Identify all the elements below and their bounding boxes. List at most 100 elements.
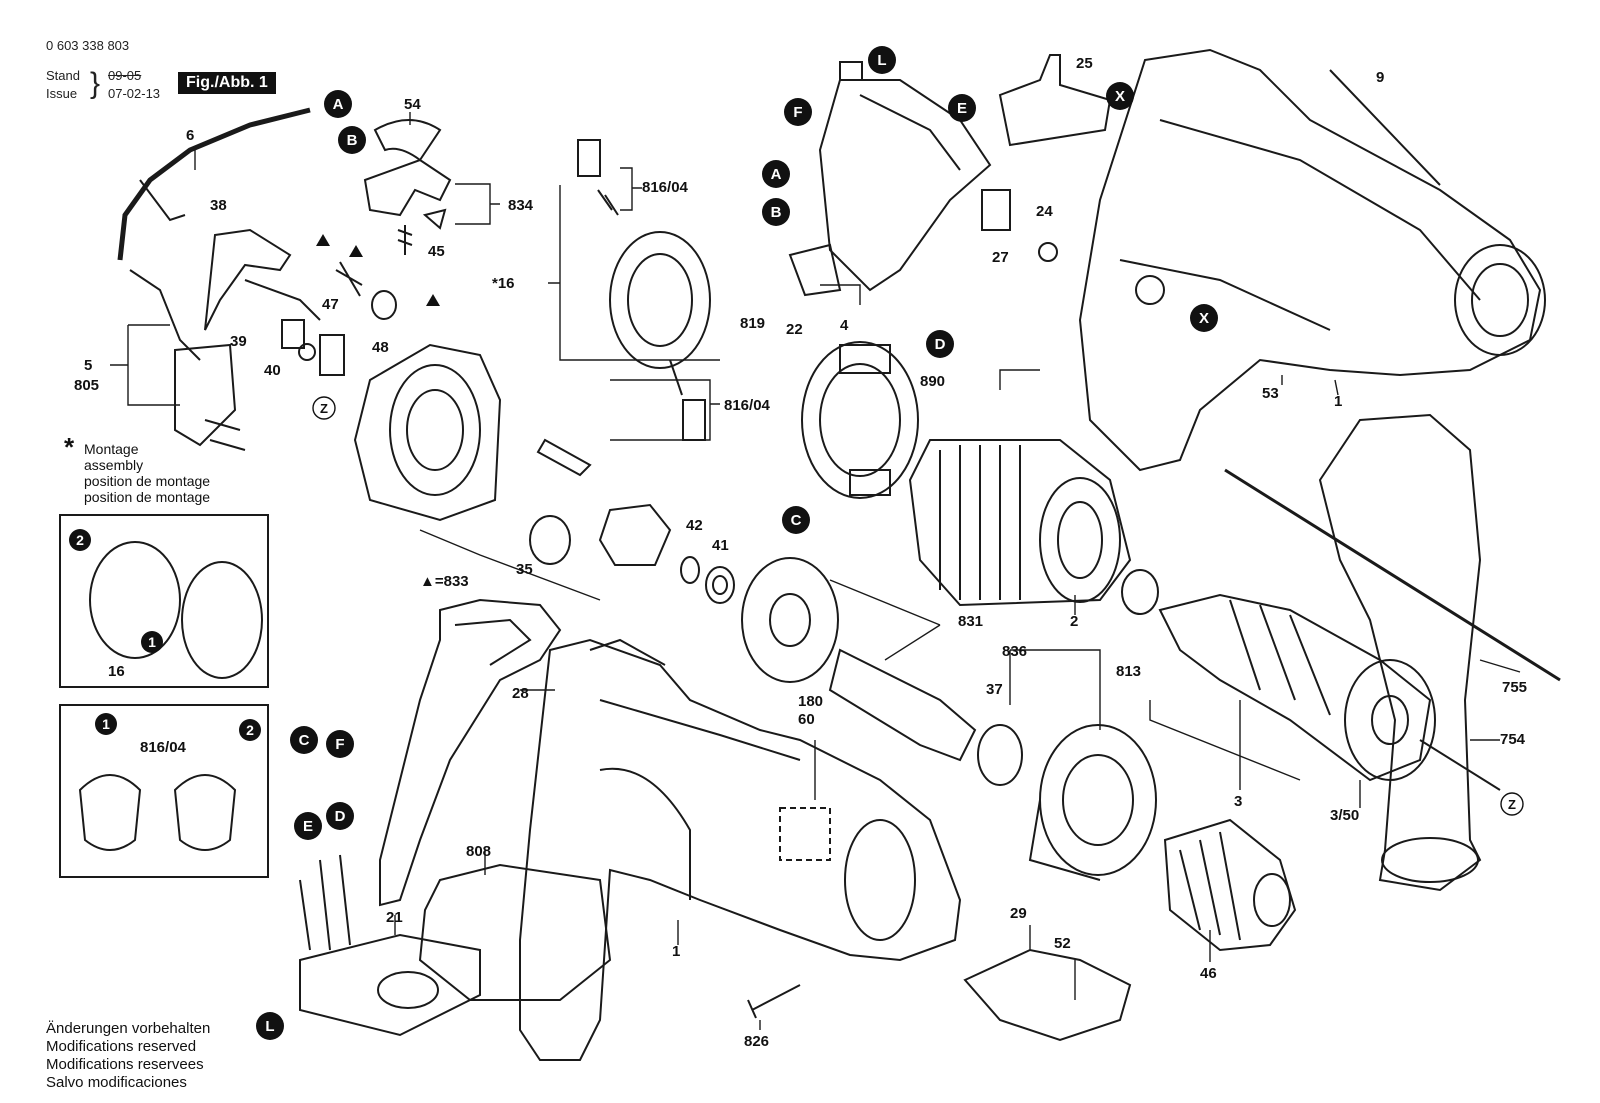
stator-2 [908, 439, 1132, 607]
part-label: 40 [264, 362, 281, 379]
footer-line: Modifications reservees [46, 1056, 204, 1073]
chuck-46 [1163, 818, 1297, 952]
triangle-markers [316, 234, 440, 306]
part-label: 39 [230, 333, 247, 350]
inset-step-marker: 1 [141, 631, 163, 653]
part-labels: 6385483445474839405805354241*16816/04816… [74, 55, 1527, 1050]
svg-text:2: 2 [246, 722, 254, 738]
inset-step-marker: 1 [95, 713, 117, 735]
part-label: 3 [1234, 793, 1242, 810]
svg-text:2: 2 [76, 532, 84, 548]
inset-step-marker: 2 [239, 719, 261, 741]
part-label: 41 [712, 537, 729, 554]
badge-a: A [324, 90, 352, 118]
part-label: 35 [516, 561, 533, 578]
part-label: 25 [1076, 55, 1093, 72]
part-label: 813 [1116, 663, 1141, 680]
badge-b: B [762, 198, 790, 226]
part-label: 45 [428, 243, 445, 260]
stand-value: 09-05 [108, 68, 142, 83]
badge-f: F [784, 98, 812, 126]
brush-ring-d [801, 341, 919, 499]
inset-box-2 [59, 704, 269, 878]
part-label: 831 [958, 613, 983, 630]
part-label: 28 [512, 685, 529, 702]
badge-d: D [926, 330, 954, 358]
badge-e: E [948, 94, 976, 122]
part-label: 180 [798, 693, 823, 710]
parts-29-52 [963, 948, 1132, 1042]
housing-shell-9 [1078, 48, 1546, 472]
part-label: ▲=833 [420, 573, 469, 590]
part-label: 816/04 [724, 397, 771, 414]
parts-25-27-24 [981, 54, 1112, 262]
svg-text:X: X [1199, 310, 1209, 327]
svg-text:1: 1 [102, 716, 110, 732]
inset-box-1 [59, 514, 269, 688]
badge-x: X [1190, 304, 1218, 332]
svg-text:F: F [793, 104, 802, 121]
main-housing-1 [519, 638, 962, 1061]
badge-x: X [1106, 82, 1134, 110]
part-label: 38 [210, 197, 227, 214]
part-label: 5 [84, 357, 92, 374]
svg-text:D: D [935, 336, 946, 353]
svg-text:E: E [957, 100, 967, 117]
switch-assembly-4 [788, 61, 992, 297]
svg-text:Z: Z [320, 401, 328, 416]
part-label: 816/04 [140, 739, 187, 756]
aux-handle-754 [1224, 413, 1561, 892]
part-label: 836 [1002, 643, 1027, 660]
part-label: 37 [986, 681, 1003, 698]
part-label: 42 [686, 517, 703, 534]
part-label: 54 [404, 96, 421, 113]
part-label: 755 [1502, 679, 1527, 696]
badge-l: L [868, 46, 896, 74]
footer-notes: Änderungen vorbehalten Modifications res… [46, 1020, 210, 1092]
part-label: 48 [372, 339, 389, 356]
part-label: 808 [466, 843, 491, 860]
footer-line: Salvo modificaciones [46, 1074, 187, 1091]
part-label: 3/50 [1330, 807, 1359, 824]
part-label: *16 [492, 275, 515, 292]
badge-z: Z [312, 396, 336, 420]
svg-text:F: F [335, 736, 344, 753]
part-label: 1 [1334, 393, 1342, 410]
part-label: 4 [840, 317, 849, 334]
part-label: 890 [920, 373, 945, 390]
part-label: 826 [744, 1033, 769, 1050]
montage-line: position de montage [84, 489, 211, 505]
figure-badge: Fig./Abb. 1 [178, 72, 276, 94]
svg-text:D: D [335, 808, 346, 825]
part-label: 6 [186, 127, 194, 144]
part-label: 16 [108, 663, 125, 680]
stand-label: Stand [46, 68, 80, 83]
rear-plate [353, 343, 672, 566]
part-label: 29 [1010, 905, 1027, 922]
svg-text:B: B [771, 204, 782, 221]
badge-a: A [762, 160, 790, 188]
part-label: 46 [1200, 965, 1217, 982]
badge-f: F [326, 730, 354, 758]
brush-holder-16 [577, 139, 711, 441]
svg-text:C: C [791, 512, 802, 529]
part-label: 21 [386, 909, 403, 926]
svg-text:Z: Z [1508, 797, 1516, 812]
part-label: 22 [786, 321, 803, 338]
part-label: 60 [798, 711, 815, 728]
svg-text:E: E [303, 818, 313, 835]
issue-value: 07-02-13 [108, 86, 161, 101]
part-label: 52 [1054, 935, 1071, 952]
montage-note: Montage assembly position de montage pos… [84, 441, 210, 505]
inset-step-marker: 2 [69, 529, 91, 551]
part-label: 754 [1500, 731, 1526, 748]
badge-d: D [326, 802, 354, 830]
svg-text:X: X [1115, 88, 1125, 105]
part-label: 24 [1036, 203, 1053, 220]
footer-line: Modifications reserved [46, 1038, 197, 1055]
badge-c: C [290, 726, 318, 754]
brace-glyph: } [90, 67, 101, 100]
part-label: 816/04 [642, 179, 689, 196]
svg-text:1: 1 [148, 634, 156, 650]
